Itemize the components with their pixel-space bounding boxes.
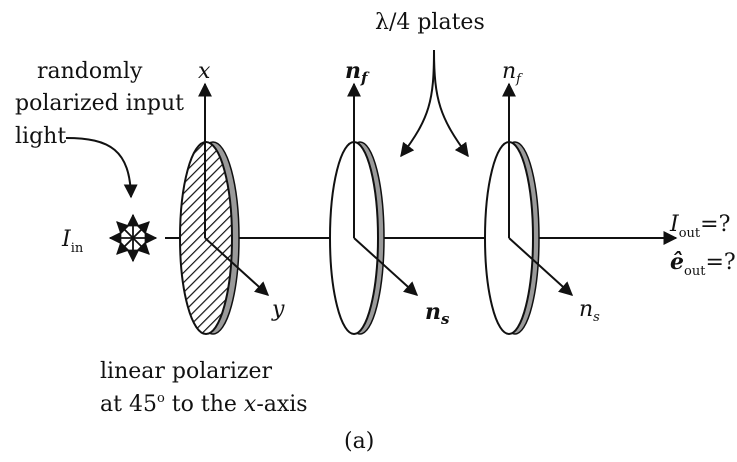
figure-caption: (a) [344, 429, 374, 454]
axis-y-label: y [271, 297, 285, 322]
polarizer-y-axis [204, 237, 270, 296]
output-intensity-label: Iout=? [669, 212, 730, 241]
plate1-slow-axis [353, 237, 419, 296]
input-label-line1: randomly [37, 59, 143, 84]
quarter-wave-plate-1 [329, 141, 385, 335]
plate2-slow-axis [508, 237, 574, 296]
linear-polarizer [179, 141, 240, 335]
input-label-line2: polarized input [15, 91, 184, 116]
quarter-wave-plate-2 [484, 141, 540, 335]
plates-pointer-arrow-right [433, 49, 469, 158]
plate2-slow-axis-label: ns [579, 297, 600, 325]
input-label-line3: light [15, 124, 66, 149]
plate2-fast-axis-label: nf [502, 59, 523, 87]
input-pointer-arrow [65, 137, 138, 199]
plate1-fast-axis-label: nf [345, 58, 370, 87]
polarizer-label-line2: at 45o to the x-axis [100, 391, 308, 417]
input-light-star-icon [108, 213, 158, 263]
plates-pointer-arrow-left [400, 49, 435, 158]
axis-x-label: x [198, 59, 211, 84]
input-intensity-label: Iin [61, 227, 84, 256]
polarizer-label-line1: linear polarizer [100, 359, 273, 384]
plates-label: λ/4 plates [375, 10, 485, 35]
plate1-slow-axis-label: ns [425, 299, 450, 328]
output-polarization-label: êout=? [670, 249, 736, 279]
